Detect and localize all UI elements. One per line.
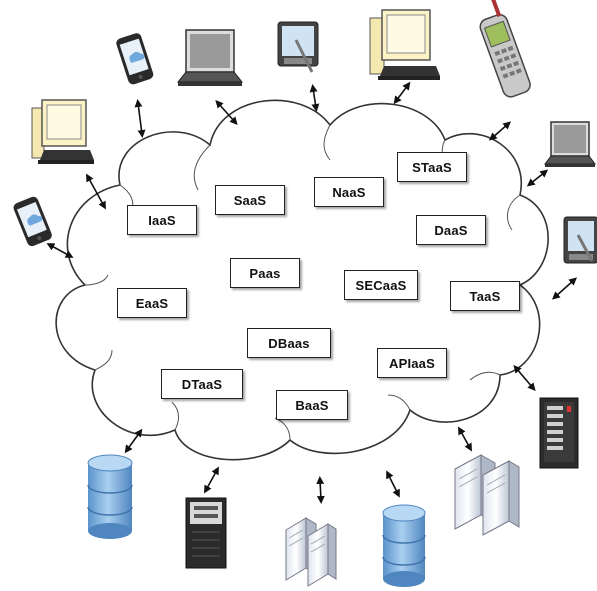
service-box-secaas: SECaaS: [344, 270, 418, 300]
server-rack-icon: [285, 517, 337, 587]
service-label: APIaaS: [388, 355, 435, 371]
service-label: NaaS: [332, 184, 366, 200]
service-label: IaaS: [148, 212, 176, 228]
service-label: Paas: [249, 265, 281, 281]
service-box-baas: BaaS: [276, 390, 348, 420]
service-box-dtaas: DTaaS: [161, 369, 243, 399]
feature-phone-icon: [479, 0, 531, 98]
arrow-smartphone-left: [46, 243, 74, 258]
database-icon: [87, 454, 133, 539]
arrow-server-bottom-right: [458, 426, 472, 452]
arrow-database-bottom-left: [124, 428, 143, 454]
arrow-feature-phone: [488, 121, 512, 141]
arrow-tower-bottom: [204, 466, 219, 494]
server-tower-icon: [185, 497, 227, 569]
service-box-iaas: IaaS: [127, 205, 197, 235]
tablet-icon: [563, 216, 597, 264]
arrow-laptop-top: [215, 100, 238, 125]
service-box-apiaas: APIaaS: [377, 348, 447, 378]
connection-arrows: [46, 81, 577, 504]
desktop-computer-icon: [369, 9, 440, 80]
service-box-daas: DaaS: [416, 215, 486, 245]
arrow-database-bottom-right: [386, 470, 400, 498]
service-box-taas: TaaS: [450, 281, 520, 311]
service-label: DBaas: [268, 335, 310, 351]
service-box-naas: NaaS: [314, 177, 384, 207]
arrow-desktop-left: [86, 173, 106, 210]
laptop-icon: [176, 29, 244, 86]
server-rack-icon: [539, 397, 579, 469]
service-label: SaaS: [233, 192, 267, 208]
service-box-staas: STaaS: [397, 152, 467, 182]
tablet-icon: [277, 21, 319, 73]
laptop-icon: [544, 121, 596, 167]
service-label: EaaS: [135, 295, 169, 311]
arrow-tablet-right: [552, 277, 577, 300]
server-rack-icon: [454, 454, 520, 536]
service-label: SECaaS: [355, 277, 407, 293]
arrow-laptop-right: [526, 169, 549, 187]
arrow-desktop-top: [393, 81, 411, 105]
service-box-dbaas: DBaas: [247, 328, 331, 358]
database-icon: [382, 504, 426, 587]
arrow-smartphone-top: [134, 99, 146, 138]
smartphone-icon: [116, 33, 154, 85]
service-label: BaaS: [295, 397, 329, 413]
service-box-saas: SaaS: [215, 185, 285, 215]
arrow-server-rack-right: [513, 364, 536, 392]
smartphone-icon: [13, 196, 52, 247]
arrow-tablet-top: [309, 84, 320, 112]
desktop-computer-icon: [31, 99, 94, 164]
service-label: STaaS: [412, 159, 452, 175]
service-box-eaas: EaaS: [117, 288, 187, 318]
service-label: DTaaS: [181, 376, 223, 392]
service-label: DaaS: [434, 222, 468, 238]
service-label: TaaS: [469, 288, 501, 304]
arrow-server-bottom: [316, 476, 325, 504]
service-box-paas: Paas: [230, 258, 300, 288]
